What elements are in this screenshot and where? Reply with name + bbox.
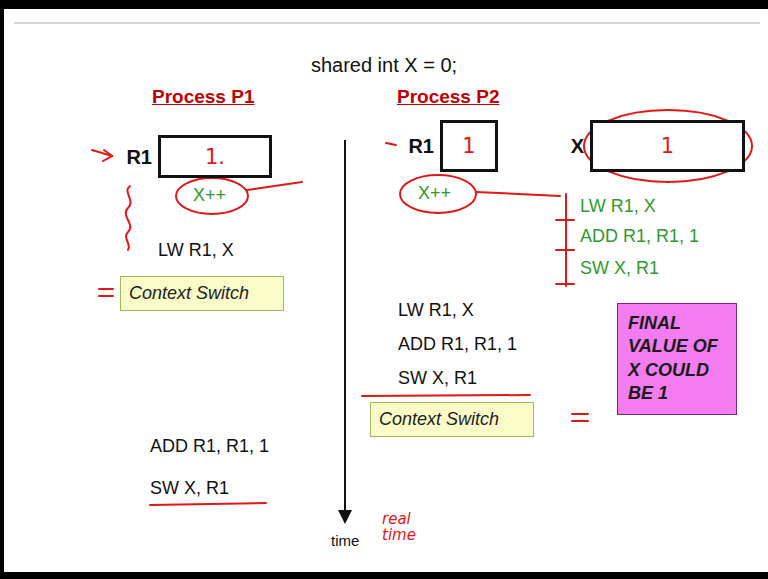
memory-box: X1: [590, 120, 745, 172]
instruction: ADD R1, R1, 1: [150, 436, 269, 457]
context-switch-box: Context Switch: [120, 276, 284, 311]
pen-brace: [126, 186, 131, 250]
source-statement: X++: [418, 183, 451, 204]
pen-bar: [565, 194, 567, 286]
pen-circle: [400, 175, 476, 213]
pen-circle: [176, 178, 248, 214]
instruction: ADD R1, R1, 1: [580, 226, 699, 247]
left-band: [0, 0, 4, 579]
register-name: R1: [126, 145, 152, 168]
instruction: SW X, R1: [580, 258, 659, 279]
slide-title: shared int X = 0;: [0, 54, 768, 77]
pen-note: real time: [382, 512, 422, 544]
box-text: Context Switch: [379, 409, 499, 429]
register-name: R1: [408, 135, 434, 158]
pen-arrow-head: [103, 150, 112, 161]
top-band: [0, 0, 768, 9]
instruction: LW R1, X: [398, 300, 474, 321]
process-heading: Process P1: [152, 86, 254, 108]
time-arrowhead: [338, 510, 352, 524]
axis-label: time: [331, 532, 359, 549]
context-switch-box: Context Switch: [370, 402, 534, 437]
instruction: LW R1, X: [158, 240, 234, 261]
register-box: R11.: [158, 135, 272, 178]
instruction: SW X, R1: [150, 478, 229, 499]
time-axis: [344, 140, 346, 512]
pen-underline: [150, 503, 266, 505]
bottom-band: [0, 572, 768, 579]
register-name: X: [571, 135, 584, 158]
register-box: R11: [440, 120, 498, 172]
box-text: FINAL VALUE OF X COULD BE 1: [628, 312, 726, 406]
note-box: FINAL VALUE OF X COULD BE 1: [617, 303, 737, 415]
pen-strike: [362, 395, 530, 396]
instruction: LW R1, X: [580, 196, 656, 217]
pen-stroke: [476, 192, 560, 196]
instruction: SW X, R1: [398, 368, 477, 389]
pen-ticks: [556, 220, 574, 284]
source-statement: X++: [193, 185, 226, 206]
pen-circle: [584, 110, 752, 182]
box-text: Context Switch: [129, 283, 249, 303]
process-heading: Process P2: [397, 86, 499, 108]
pen-equals: [99, 289, 113, 296]
register-value: 1.: [205, 145, 225, 169]
register-value: 1: [462, 134, 475, 158]
pen-stroke: [247, 182, 302, 190]
pen-dash: [386, 143, 396, 145]
instruction: ADD R1, R1, 1: [398, 334, 517, 355]
pen-equals: [572, 414, 588, 421]
slide-rule: [14, 22, 760, 24]
register-value: 1: [661, 134, 674, 158]
